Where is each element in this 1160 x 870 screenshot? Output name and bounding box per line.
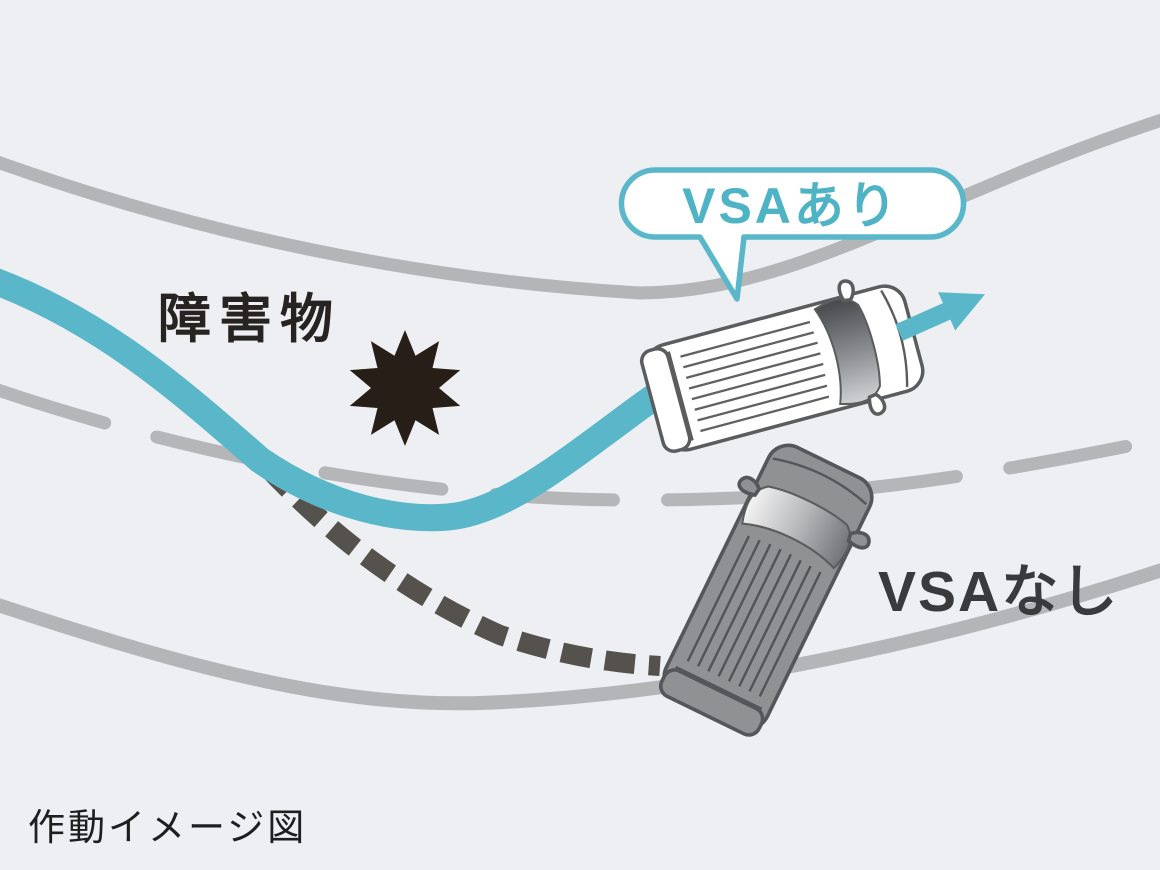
van-bumper-line: [667, 351, 694, 441]
van-hood-line: [880, 289, 909, 388]
van-mirror-right: [846, 530, 871, 550]
van-roof-ribs: [686, 535, 822, 697]
van-mirror-left: [737, 475, 762, 498]
van-with-vsa: [639, 279, 925, 453]
van-rear-bumper: [658, 668, 765, 737]
road-edge-bottom: [0, 563, 1160, 711]
van-rear-bumper: [639, 346, 692, 453]
van-mirror-right: [867, 392, 887, 416]
road-edge-top: [0, 113, 1160, 300]
vsa-on-label: VSAあり: [682, 178, 900, 234]
van-windshield: [813, 298, 881, 406]
van-without-vsa: [658, 443, 874, 737]
obstacle-star-icon: [349, 330, 461, 446]
trajectory-without-vsa-dashed: [260, 461, 661, 676]
van-roof-ribs: [680, 320, 830, 433]
van-windshield: [741, 485, 852, 570]
lane-divider-dashed: [0, 383, 1160, 507]
vsa-on-callout-bubble: [618, 167, 967, 302]
van-hood-line: [772, 457, 868, 506]
obstacle-label: 障害物: [158, 290, 341, 349]
van-mirror-left: [837, 279, 855, 303]
direction-arrow-icon: [895, 292, 986, 341]
van-bumper-line: [675, 665, 763, 711]
diagram-caption: 作動イメージ図: [28, 807, 307, 848]
vsa-off-label: VSAなし: [878, 560, 1119, 624]
